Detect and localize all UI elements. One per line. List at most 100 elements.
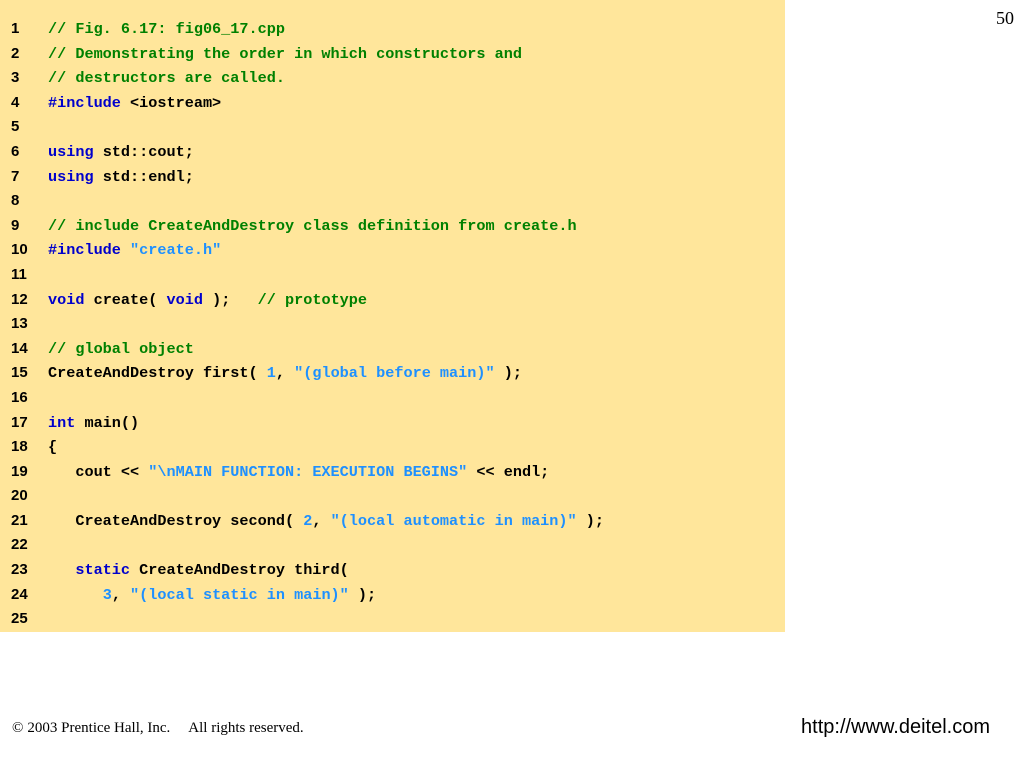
plain-token: std::cout;	[93, 142, 194, 161]
code-line: 3// destructors are called.	[0, 66, 785, 91]
number-token: 1	[266, 364, 276, 383]
plain-token: << endl;	[467, 462, 550, 481]
line-number: 20	[11, 487, 28, 505]
copyright-symbol: ©	[12, 720, 24, 736]
line-code: cout << "\nMAIN FUNCTION: EXECUTION BEGI…	[48, 460, 549, 485]
website-url: http://www.deitel.com	[801, 716, 990, 738]
line-code: CreateAndDestroy first( 1, "(global befo…	[48, 361, 522, 386]
code-listing-panel: 1 // Fig. 6.17: fig06_17.cpp 2 // Demonstra…	[0, 0, 785, 632]
keyword-token: static	[75, 561, 131, 580]
keyword-token: void	[48, 290, 85, 309]
line-number: 19	[11, 462, 28, 480]
line-number: 23	[11, 561, 28, 579]
plain-token: CreateAndDestroy second(	[48, 511, 304, 530]
code-line: 6 using std::cout;	[0, 140, 785, 165]
code-line: 16	[0, 386, 785, 411]
line-code: // global object	[48, 337, 194, 362]
code-line: 10 #include "create.h"	[0, 238, 785, 263]
line-number: 9	[11, 216, 20, 234]
line-number: 15	[11, 364, 28, 382]
line-number: 16	[11, 388, 28, 406]
plain-token: CreateAndDestroy first(	[48, 364, 267, 383]
keyword-token: #include	[48, 241, 121, 260]
comment-token: // include CreateAndDestroy class defini…	[48, 216, 577, 235]
plain-token: );	[576, 511, 604, 530]
code-line: 11	[0, 263, 785, 288]
line-number: 18	[11, 438, 28, 456]
keyword-token: void	[166, 290, 203, 309]
line-number: 5	[11, 118, 20, 136]
line-code: static CreateAndDestroy third(	[48, 558, 349, 583]
code-line: 8	[0, 189, 785, 214]
code-line: 4 #include <iostream>	[0, 91, 785, 116]
plain-token: );	[202, 290, 258, 309]
line-number: 17	[11, 413, 28, 431]
line-code: // Demonstrating the order in which cons…	[48, 42, 522, 67]
keyword-token: #include	[48, 93, 121, 112]
plain-token: CreateAndDestroy third(	[130, 561, 349, 580]
line-number: 10	[11, 241, 28, 259]
copyright-notice: ©2003 Prentice Hall, Inc. All rights rese…	[12, 720, 304, 737]
string-token: "\nMAIN FUNCTION: EXECUTION BEGINS"	[148, 462, 468, 481]
code-line: 19 cout << "\nMAIN FUNCTION: EXECUTION B…	[0, 460, 785, 485]
string-token: "(global before main)"	[294, 364, 495, 383]
string-token: "(local static in main)"	[130, 585, 349, 604]
line-code: // include CreateAndDestroy class defini…	[48, 214, 577, 239]
line-number: 6	[11, 142, 20, 160]
line-number: 22	[11, 536, 28, 554]
plain-token: );	[494, 364, 522, 383]
line-number: 7	[11, 167, 20, 185]
number-token: 3	[102, 585, 112, 604]
code-line: 14 // global object	[0, 337, 785, 362]
plain-token: {	[48, 438, 58, 457]
line-number: 14	[11, 339, 28, 357]
number-token: 2	[303, 511, 313, 530]
line-number: 2	[11, 44, 20, 62]
line-code: using std::endl;	[48, 165, 194, 190]
comment-token: // destructors are called.	[48, 69, 285, 88]
code-line: 13	[0, 312, 785, 337]
line-number: 11	[11, 265, 27, 283]
code-line: 5	[0, 115, 785, 140]
line-number: 25	[11, 610, 28, 628]
line-code: // destructors are called.	[48, 66, 285, 91]
plain-token: create(	[84, 290, 167, 309]
plain-token: std::endl;	[93, 167, 194, 186]
plain-token: ,	[111, 585, 131, 604]
code-line: 23 static CreateAndDestroy third(	[0, 558, 785, 583]
plain-token: ,	[312, 511, 331, 530]
plain-token: <iostream>	[120, 93, 222, 112]
line-number: 4	[11, 93, 20, 111]
line-number: 21	[11, 511, 28, 529]
line-number: 8	[11, 192, 20, 210]
string-token: "create.h"	[130, 241, 222, 260]
plain-token: );	[348, 585, 377, 604]
code-line: 7 using std::endl;	[0, 165, 785, 190]
slide-number: 50	[996, 8, 1014, 28]
code-line: 24 3, "(local static in main)" );	[0, 583, 785, 608]
code-line: 15 CreateAndDestroy first( 1, "(global be…	[0, 361, 785, 386]
line-number: 13	[11, 315, 28, 333]
code-line: 9 // include CreateAndDestroy class defin…	[0, 214, 785, 239]
line-number: 1	[11, 20, 20, 37]
line-code: 3, "(local static in main)" );	[48, 583, 376, 608]
plain-token: cout <<	[48, 462, 149, 481]
comment-token: // prototype	[257, 290, 368, 309]
code-line: 2 // Demonstrating the order in which con…	[0, 42, 785, 67]
line-code: using std::cout;	[48, 140, 194, 165]
line-code: CreateAndDestroy second( 2, "(local auto…	[48, 509, 604, 534]
plain-token: ,	[275, 364, 295, 383]
line-number: 24	[11, 585, 28, 603]
code-line: 18 {	[0, 435, 785, 460]
rights-text: All rights reserved.	[188, 720, 304, 736]
plain-token	[48, 586, 103, 604]
comment-token: // Fig. 6.17: fig06_17.cpp	[48, 20, 285, 38]
comment-token: // Demonstrating the order in which cons…	[48, 44, 522, 63]
keyword-token: using	[48, 142, 94, 161]
comment-token: // global object	[48, 339, 194, 358]
code-line: 21 CreateAndDestroy second( 2, "(local a…	[0, 509, 785, 534]
copyright-text: 2003 Prentice Hall, Inc.	[27, 720, 171, 736]
line-code: {	[48, 435, 57, 460]
